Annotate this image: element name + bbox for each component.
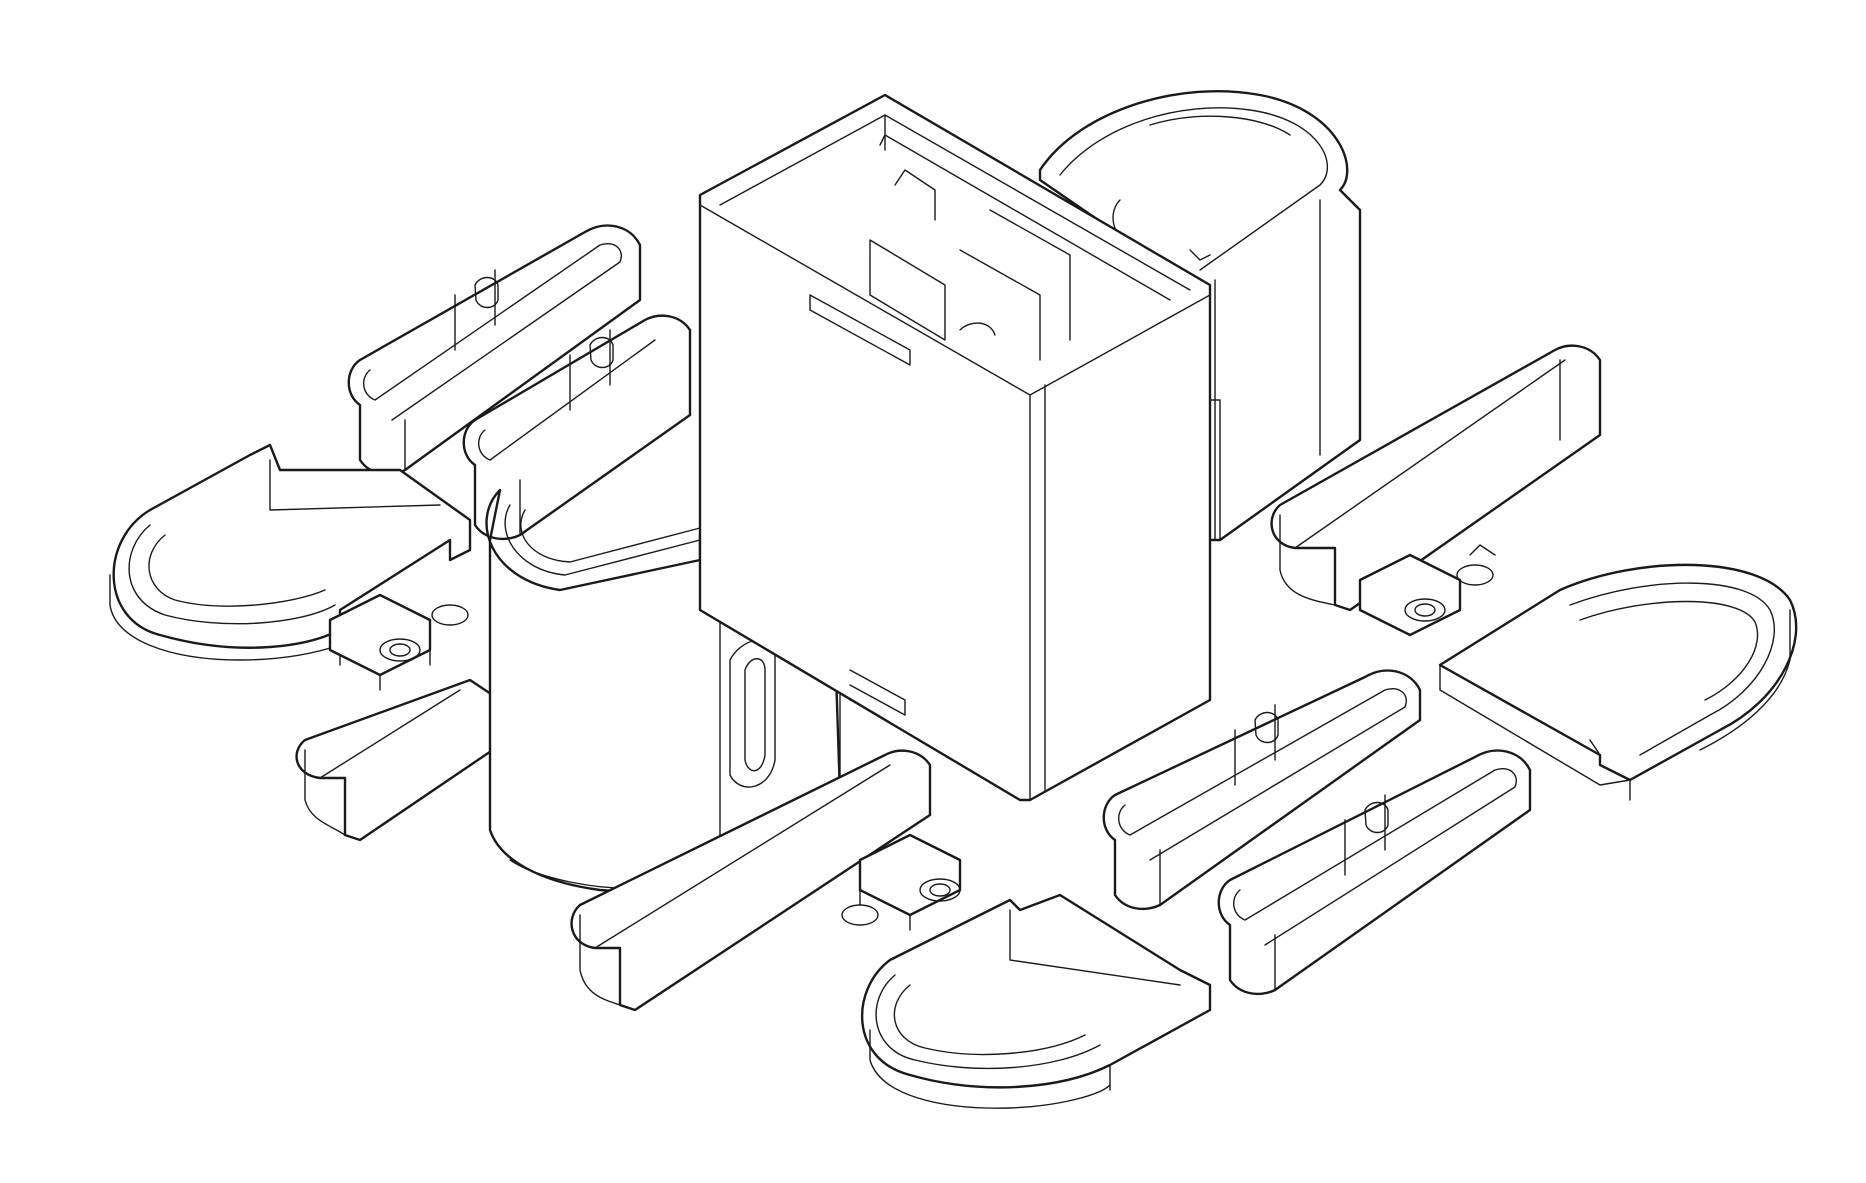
eyelet-right: [1358, 544, 1496, 637]
clip-bottom: [860, 893, 1212, 1109]
eyelet-left: [328, 593, 469, 691]
lever-left: [295, 678, 502, 842]
lever-bottom: [570, 749, 932, 1012]
clip-right: [1438, 563, 1798, 801]
clip-left: [109, 443, 472, 666]
box-frame: [698, 93, 1221, 802]
link-bottom-right-b: [1217, 749, 1532, 996]
link-bottom-right-a: [1102, 669, 1422, 911]
lever-right: [1270, 344, 1602, 612]
link-top-left-b: [462, 314, 692, 541]
eyelet-bottom: [841, 833, 962, 931]
